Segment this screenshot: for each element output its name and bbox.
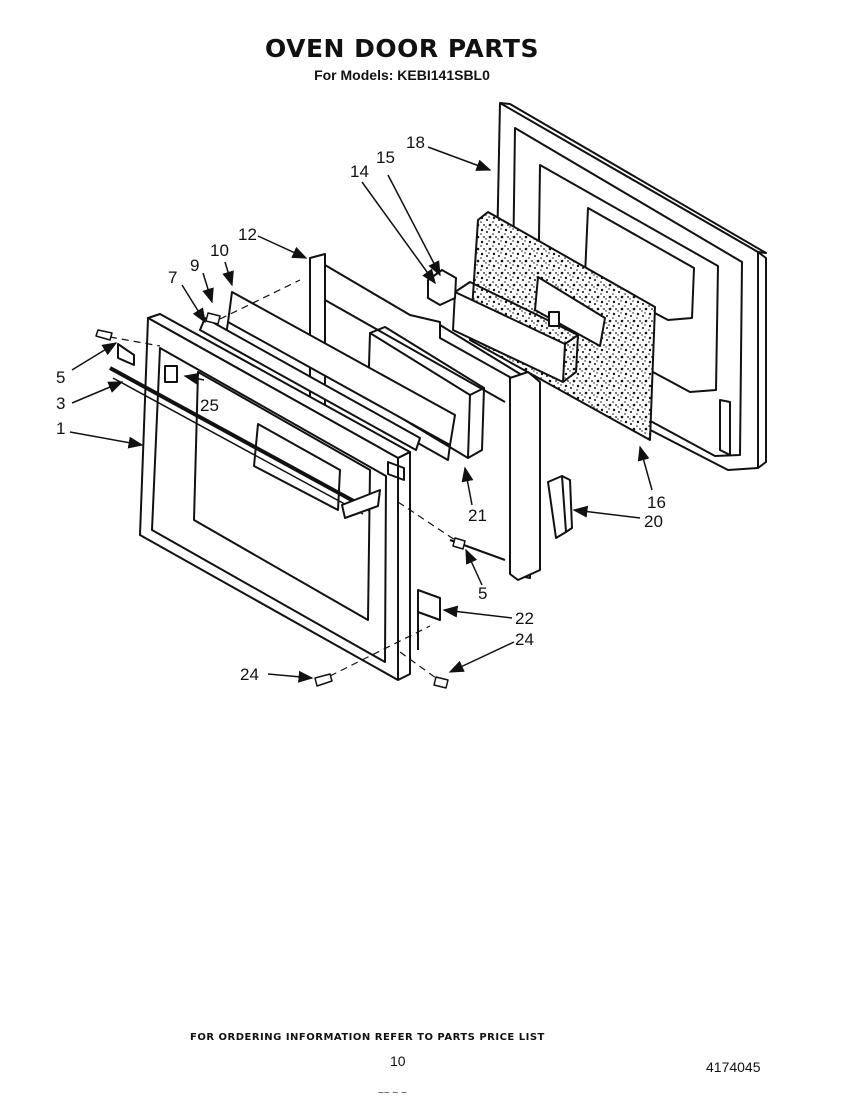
part-16-insulation — [469, 211, 656, 441]
part-3-handle — [109, 343, 381, 519]
callout-22: 22 — [515, 609, 534, 628]
callout-15: 15 — [376, 148, 395, 167]
callout-21: 21 — [468, 506, 487, 525]
callout-5-right: 5 — [478, 584, 487, 603]
screws — [95, 312, 466, 689]
callout-24-right: 24 — [515, 630, 534, 649]
callout-9: 9 — [190, 256, 199, 275]
part-7-vent-strip — [199, 317, 421, 451]
model-subtitle: For Models: KEBI141SBL0 — [314, 67, 490, 83]
callout-18: 18 — [406, 133, 425, 152]
callout-14: 14 — [350, 162, 369, 181]
callout-12: 12 — [238, 225, 257, 244]
callout-7: 7 — [168, 268, 177, 287]
callout-16: 16 — [647, 493, 666, 512]
part-1-outer-door — [139, 313, 411, 681]
assembly-lines — [109, 279, 456, 679]
document-part-number: 4174045 — [706, 1059, 761, 1075]
callout-25: 25 — [200, 396, 219, 415]
callout-10: 10 — [210, 241, 229, 260]
page-title: OVEN DOOR PARTS — [265, 34, 539, 63]
callout-1: 1 — [56, 419, 65, 438]
part-20-bracket — [547, 475, 573, 539]
callout-3: 3 — [56, 394, 65, 413]
part-25-clip — [164, 365, 178, 383]
ordering-note: FOR ORDERING INFORMATION REFER TO PARTS … — [190, 1032, 545, 1043]
callout-5-left: 5 — [56, 368, 65, 387]
part-22-bracket — [417, 589, 441, 650]
cut-off-text: ~~ ~ ~ — [378, 1088, 407, 1099]
callout-20: 20 — [644, 512, 663, 531]
leader-lines — [69, 146, 653, 683]
page-number: 10 — [390, 1053, 406, 1069]
callout-24-left: 24 — [240, 665, 259, 684]
